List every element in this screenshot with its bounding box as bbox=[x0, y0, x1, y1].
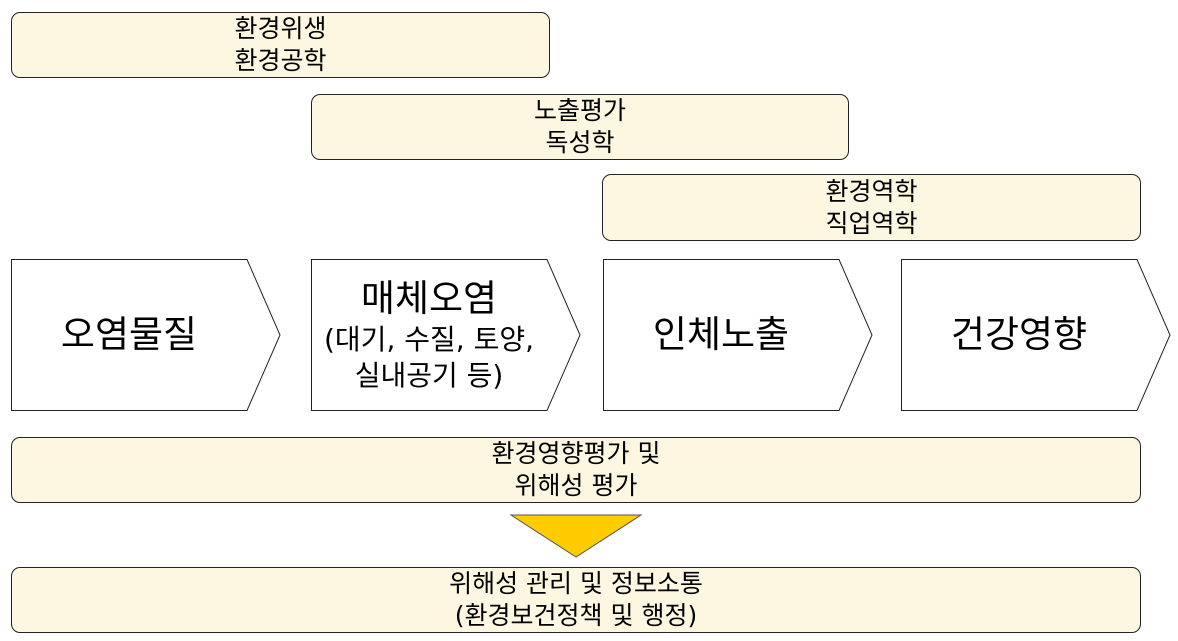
band-line: 환경역학 bbox=[825, 176, 918, 206]
band-line: 직업역학 bbox=[825, 208, 918, 238]
step-title: 매체오염 bbox=[360, 277, 498, 320]
step-label: 오염물질 bbox=[60, 313, 198, 356]
band-environmental-hygiene: 환경위생 환경공학 bbox=[11, 12, 550, 78]
step-detail: 실내공기 등) bbox=[354, 359, 504, 392]
band-line: 노출평가 bbox=[533, 96, 626, 125]
band-risk-management: 위해성 관리 및 정보소통 (환경보건정책 및 행정) bbox=[11, 567, 1141, 633]
step-body-exposure: 인체노출 bbox=[603, 259, 873, 411]
step-label: 건강영향 bbox=[950, 313, 1088, 356]
band-line: 위해성 평가 bbox=[514, 471, 638, 500]
band-line: 환경위생 bbox=[234, 14, 327, 43]
step-pollutant: 오염물질 bbox=[11, 259, 281, 411]
chevron-shape bbox=[603, 259, 873, 411]
band-line: 독성학 bbox=[545, 128, 615, 157]
band-line: 환경영향평가 및 bbox=[491, 439, 661, 468]
step-media-pollution: 매체오염 (대기, 수질, 토양, 실내공기 등) bbox=[311, 259, 581, 411]
down-arrow-icon bbox=[509, 514, 643, 562]
band-line: 위해성 관리 및 정보소통 bbox=[449, 569, 703, 598]
chevron-shape bbox=[11, 259, 281, 411]
band-line: 환경공학 bbox=[234, 46, 327, 75]
band-exposure-assessment: 노출평가 독성학 bbox=[311, 94, 849, 160]
band-impact-risk-assessment: 환경영향평가 및 위해성 평가 bbox=[11, 437, 1141, 503]
band-epidemiology: 환경역학 직업역학 bbox=[602, 174, 1141, 241]
step-detail: (대기, 수질, 토양, bbox=[324, 323, 534, 356]
chevron-shape bbox=[901, 259, 1171, 411]
band-line: (환경보건정책 및 행정) bbox=[454, 601, 698, 630]
step-health-effect: 건강영향 bbox=[901, 259, 1171, 411]
step-label: 인체노출 bbox=[652, 313, 790, 356]
chevron-shape bbox=[311, 259, 581, 411]
